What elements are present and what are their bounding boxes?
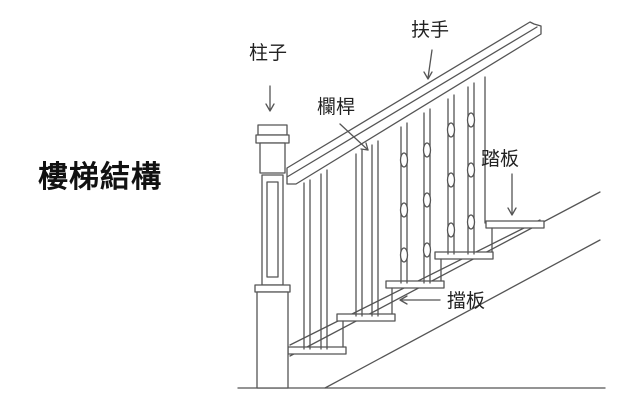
tread-4 <box>434 251 494 282</box>
tread-2 <box>336 313 396 348</box>
label-riser: 擋板 <box>447 290 486 312</box>
stringer-bottom-edge <box>324 239 601 389</box>
diagram-title: 樓梯結構 <box>38 160 162 195</box>
tread-arrow <box>507 173 517 216</box>
baluster-arrow <box>339 123 369 151</box>
newel-post <box>254 124 291 389</box>
post-arrow <box>265 85 275 112</box>
tread-1 <box>287 346 347 355</box>
tread-5 <box>485 220 545 253</box>
handrail-arrow <box>423 49 433 80</box>
label-handrail: 扶手 <box>411 19 450 41</box>
label-post: 柱子 <box>249 42 288 64</box>
label-tread: 踏板 <box>481 148 520 170</box>
tread-3 <box>385 280 445 315</box>
baluster-details <box>399 112 476 263</box>
label-baluster: 欄桿 <box>317 96 356 118</box>
stringer-top-edge <box>289 191 601 357</box>
riser-arrow <box>399 295 441 305</box>
handrail <box>286 21 542 185</box>
